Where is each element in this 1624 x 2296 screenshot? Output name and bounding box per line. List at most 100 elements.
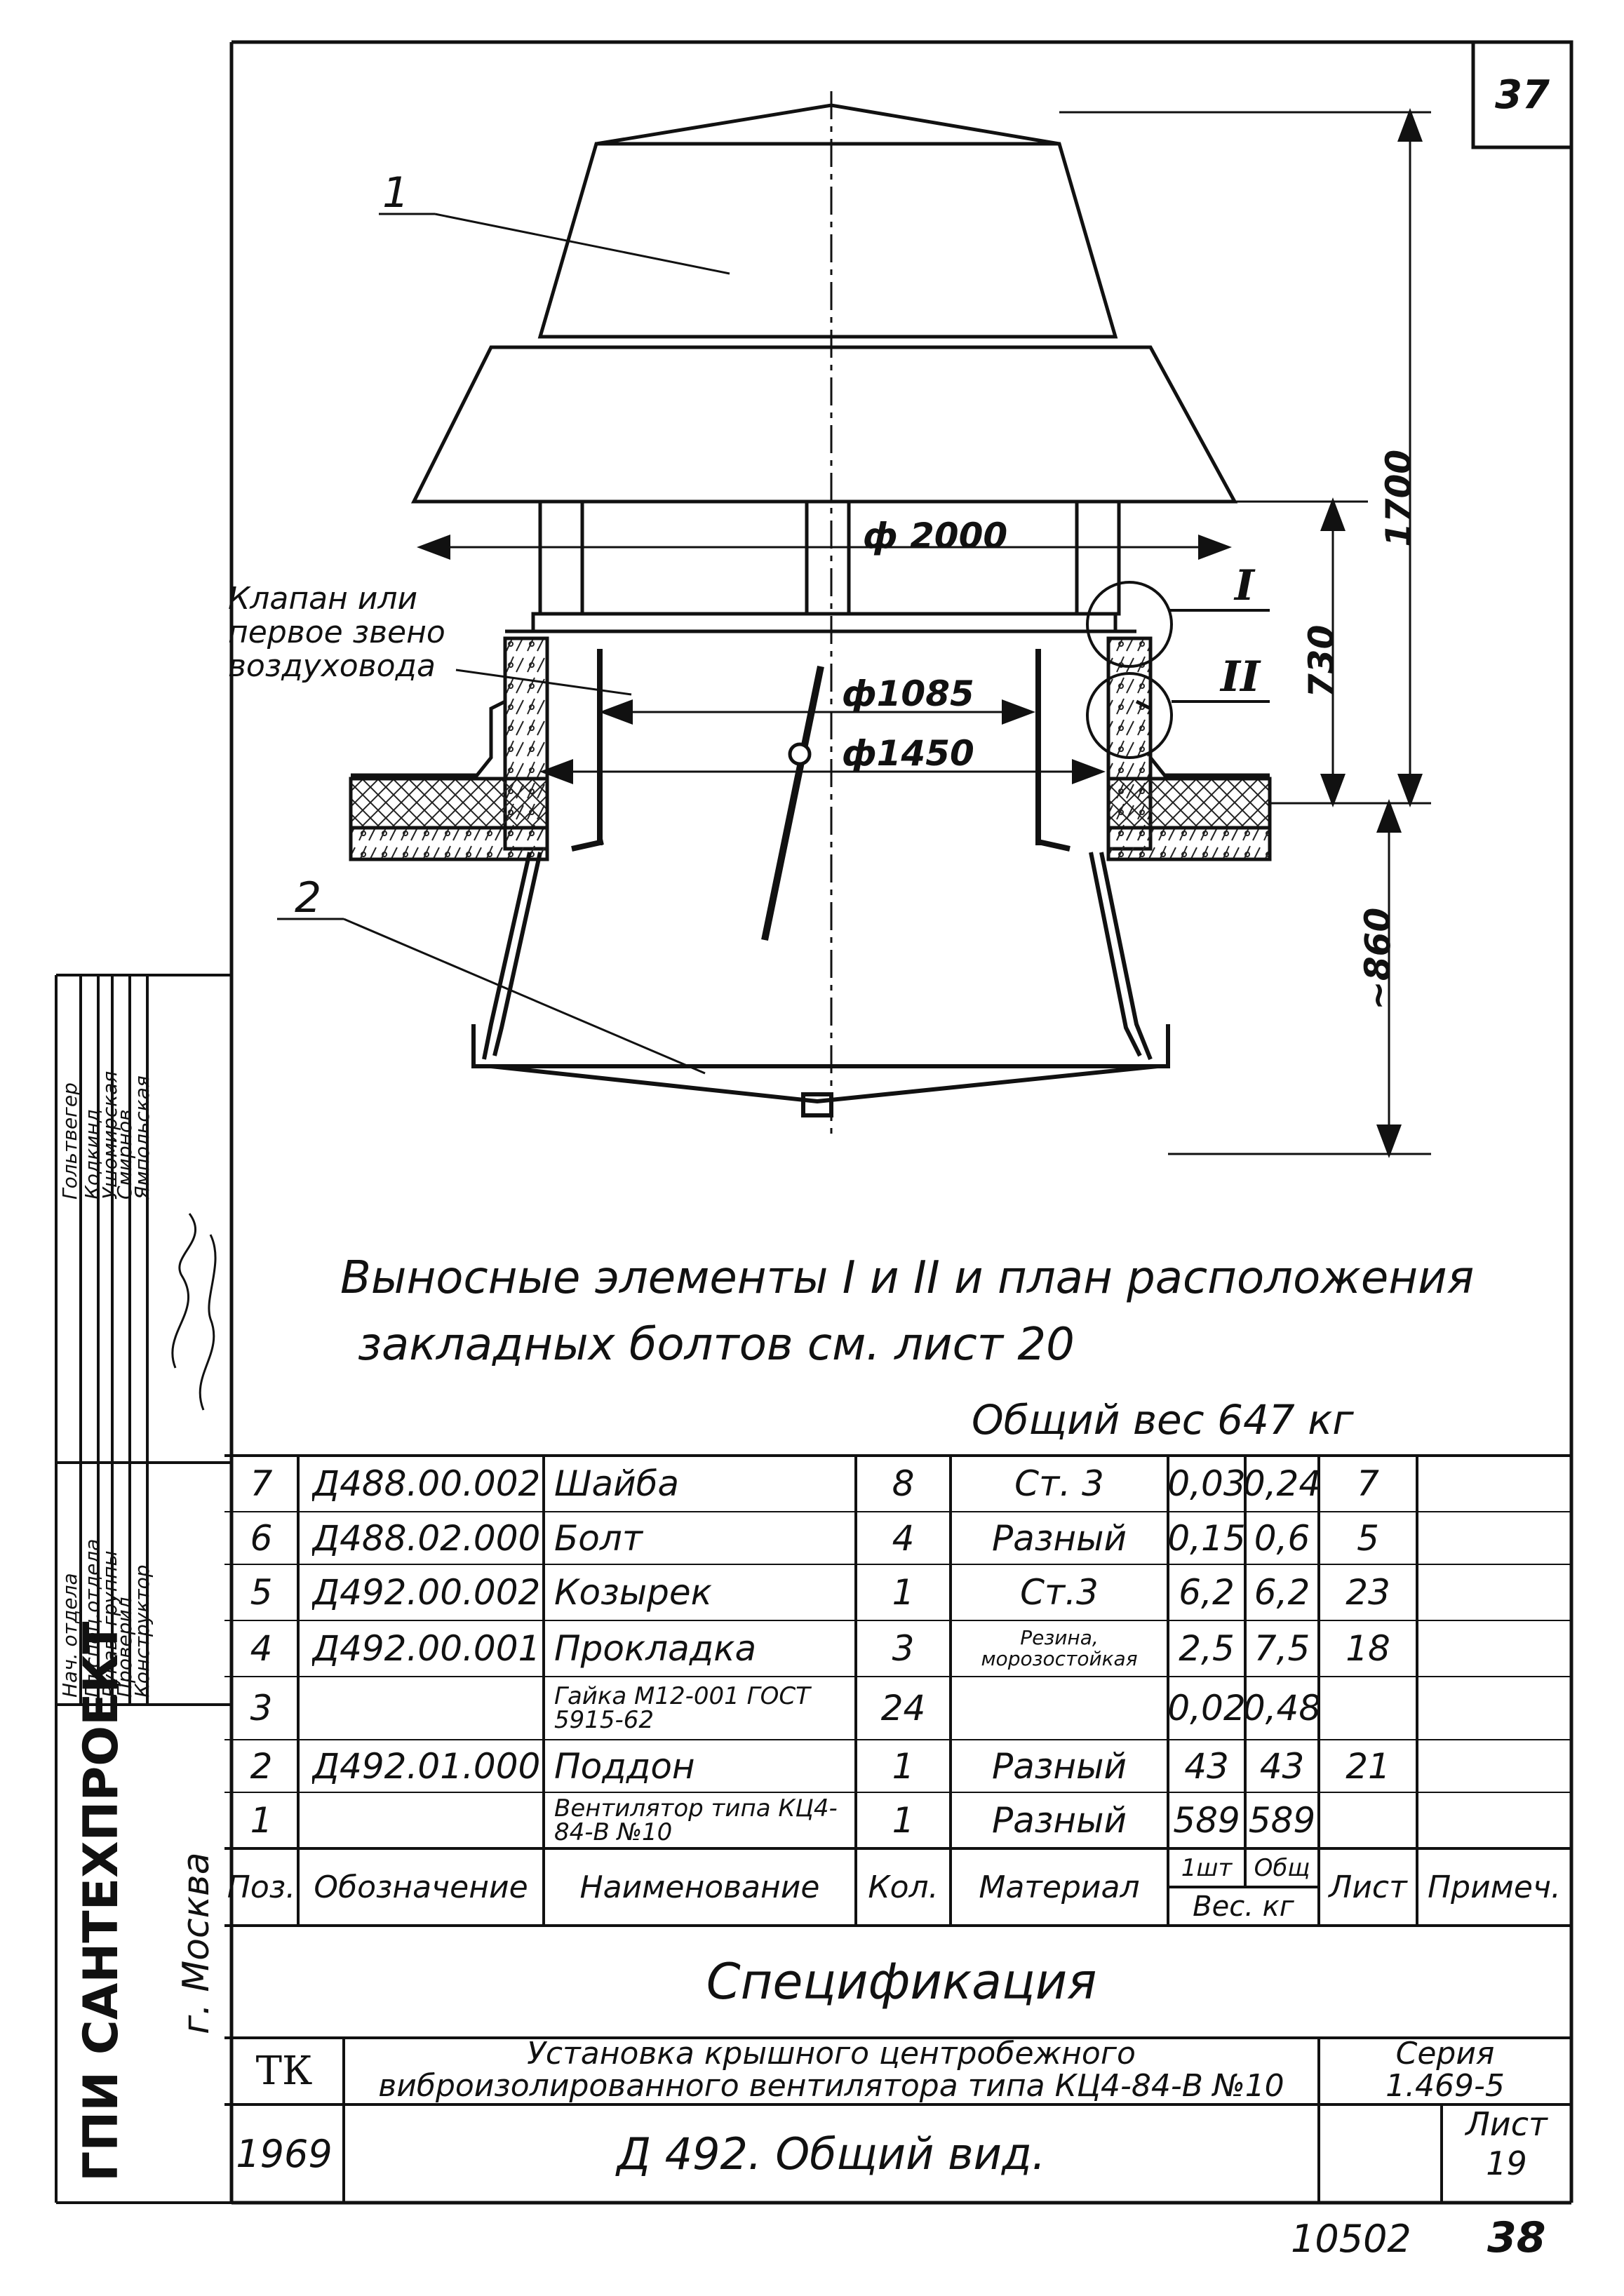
fan-hood (410, 103, 1238, 633)
spec-cell-code: Д488.00.002 (312, 1463, 541, 1504)
spec-cell-note (1417, 1512, 1571, 1564)
spec-cell-sheet: 18 (1345, 1628, 1390, 1669)
dim-d1085: ф1085 (842, 673, 974, 714)
spec-cell-w2: 589 (1248, 1800, 1316, 1841)
spec-cell-material: Ст. 3 (1014, 1463, 1104, 1504)
org-city: г. Москва (175, 1852, 217, 2034)
spec-cell-qty: 3 (892, 1628, 915, 1669)
sheet-value: 19 (1486, 2144, 1527, 2182)
spec-cell-pos: 5 (250, 1572, 273, 1613)
spec-cell-qty: 8 (892, 1463, 915, 1504)
spec-cell-note (1417, 1740, 1571, 1792)
roof-curb (349, 636, 1272, 861)
spec-cell-w2: 0,48 (1245, 1688, 1319, 1728)
spec-cell-qty: 1 (892, 1800, 915, 1841)
spec-cell-code: Д492.00.002 (312, 1572, 541, 1613)
hdr-w1: 1шт (1181, 1853, 1233, 1882)
spec-cell-w1: 0,03 (1168, 1463, 1245, 1504)
spec-cell-material: Ст.3 (1020, 1572, 1099, 1613)
valve-label-line1: Клапан или (228, 581, 418, 617)
spec-cell-pos: 7 (250, 1463, 273, 1504)
spec-cell-w2: 43 (1259, 1745, 1305, 1787)
note-line1: Выносные элементы I и II и план располож… (340, 1252, 1475, 1304)
spec-cell-name: Гайка М12-001 ГОСТ 5915-62 (554, 1682, 810, 1734)
damper-blade (761, 665, 824, 941)
dimension-lines (417, 108, 1431, 1158)
spec-cell-material: Разный (991, 1745, 1127, 1787)
spec-cell-sheet (1319, 1677, 1417, 1740)
stamp-name: Гольтвегер (58, 1082, 81, 1200)
spec-cell-material: Разный (991, 1517, 1127, 1559)
spec-cell-qty: 1 (892, 1572, 915, 1613)
dim-h860: ~860 (1357, 907, 1398, 1010)
sheet-box: Лист 19 (1442, 2104, 1571, 2203)
dim-h730: 730 (1301, 624, 1342, 698)
detail-label-2: II (1221, 652, 1261, 701)
spec-cell-w1: 6,2 (1179, 1572, 1235, 1613)
stamp-name: Ямпольская (130, 1075, 154, 1200)
hdr-qty: Кол. (868, 1869, 939, 1905)
spec-cell-note (1417, 1792, 1571, 1848)
hdr-w2: Общ (1254, 1853, 1310, 1882)
spec-row-lines (224, 1511, 1571, 1793)
sheet-label: Лист (1465, 2105, 1548, 2143)
spec-cell-note (1417, 1456, 1571, 1512)
spec-cell-w1: 589 (1173, 1800, 1240, 1841)
item-label-1: 1 (382, 168, 410, 217)
spec-cell-w2: 7,5 (1254, 1628, 1310, 1669)
spec-cell-code: Д492.01.000 (312, 1745, 541, 1787)
spec-cell-w1: 2,5 (1179, 1628, 1235, 1669)
hdr-name: Наименование (579, 1869, 820, 1905)
spec-cell-pos: 1 (250, 1800, 273, 1841)
spec-cell-code (312, 1677, 544, 1740)
side-stamp-grid (55, 974, 231, 2204)
spec-cell-note (1417, 1564, 1571, 1620)
item-label-2: 2 (295, 873, 322, 922)
inner-duct (571, 649, 1071, 852)
spec-cell-w1: 0,02 (1168, 1688, 1245, 1728)
valve-label-line2: первое звено (228, 615, 445, 650)
spec-cell-material: Разный (991, 1800, 1127, 1841)
hdr-code: Обозначение (314, 1869, 528, 1905)
title-line2: виброизолированного вентилятора типа КЦ4… (378, 2068, 1284, 2104)
hdr-note: Примеч. (1428, 1869, 1561, 1905)
spec-cell-code (312, 1792, 544, 1848)
spec-cell-name: Прокладка (554, 1628, 757, 1669)
spec-cell-note (1417, 1677, 1571, 1740)
spec-cell-material: Резина, морозостойкая (981, 1626, 1138, 1670)
spec-cell-pos: 3 (250, 1688, 273, 1728)
series-value: 1.469-5 (1385, 2068, 1505, 2104)
spec-cell-w1: 43 (1184, 1745, 1229, 1787)
spec-cell-name: Козырек (554, 1572, 712, 1613)
leader-lines (277, 213, 730, 1075)
signatures (171, 1213, 217, 1411)
hdr-pos: Поз. (227, 1869, 296, 1905)
drawing-title: Д 492. Общий вид. (617, 2128, 1046, 2180)
series-box: Серия 1.469-5 (1319, 2038, 1571, 2104)
hdr-sheet: Лист (1329, 1869, 1407, 1905)
dim-d1450: ф1450 (842, 733, 974, 774)
detail-callouts (1086, 581, 1270, 759)
sheet-number-top: 37 (1495, 72, 1550, 118)
damper-axis (788, 742, 812, 766)
spec-cell-material (951, 1677, 1168, 1740)
spec-cell-name: Вентилятор типа КЦ4-84-В №10 (554, 1794, 838, 1846)
valve-label-line3: воздуховода (228, 648, 436, 684)
dim-d2000: ф 2000 (863, 516, 1008, 556)
spec-cell-sheet: 7 (1357, 1463, 1379, 1504)
org-name: ГПИ САНТЕХПРОЕКТ (74, 1621, 129, 2182)
spec-cell-w2: 6,2 (1254, 1572, 1310, 1613)
spec-cell-pos: 2 (250, 1745, 273, 1787)
spec-cell-sheet: 21 (1345, 1745, 1390, 1787)
year: 1969 (236, 2131, 333, 2176)
archive-number: 10502 (1291, 2217, 1411, 2261)
page-number: 38 (1487, 2213, 1546, 2262)
spec-cell-name: Болт (554, 1517, 643, 1559)
spec-cell-code: Д488.02.000 (312, 1517, 541, 1559)
spec-grid (224, 1454, 1571, 2203)
sheet-frame (229, 40, 1573, 2205)
hdr-weight: Вес. кг (1193, 1890, 1294, 1923)
spec-cell-sheet: 5 (1357, 1517, 1379, 1559)
spec-cell-name: Поддон (554, 1745, 695, 1787)
